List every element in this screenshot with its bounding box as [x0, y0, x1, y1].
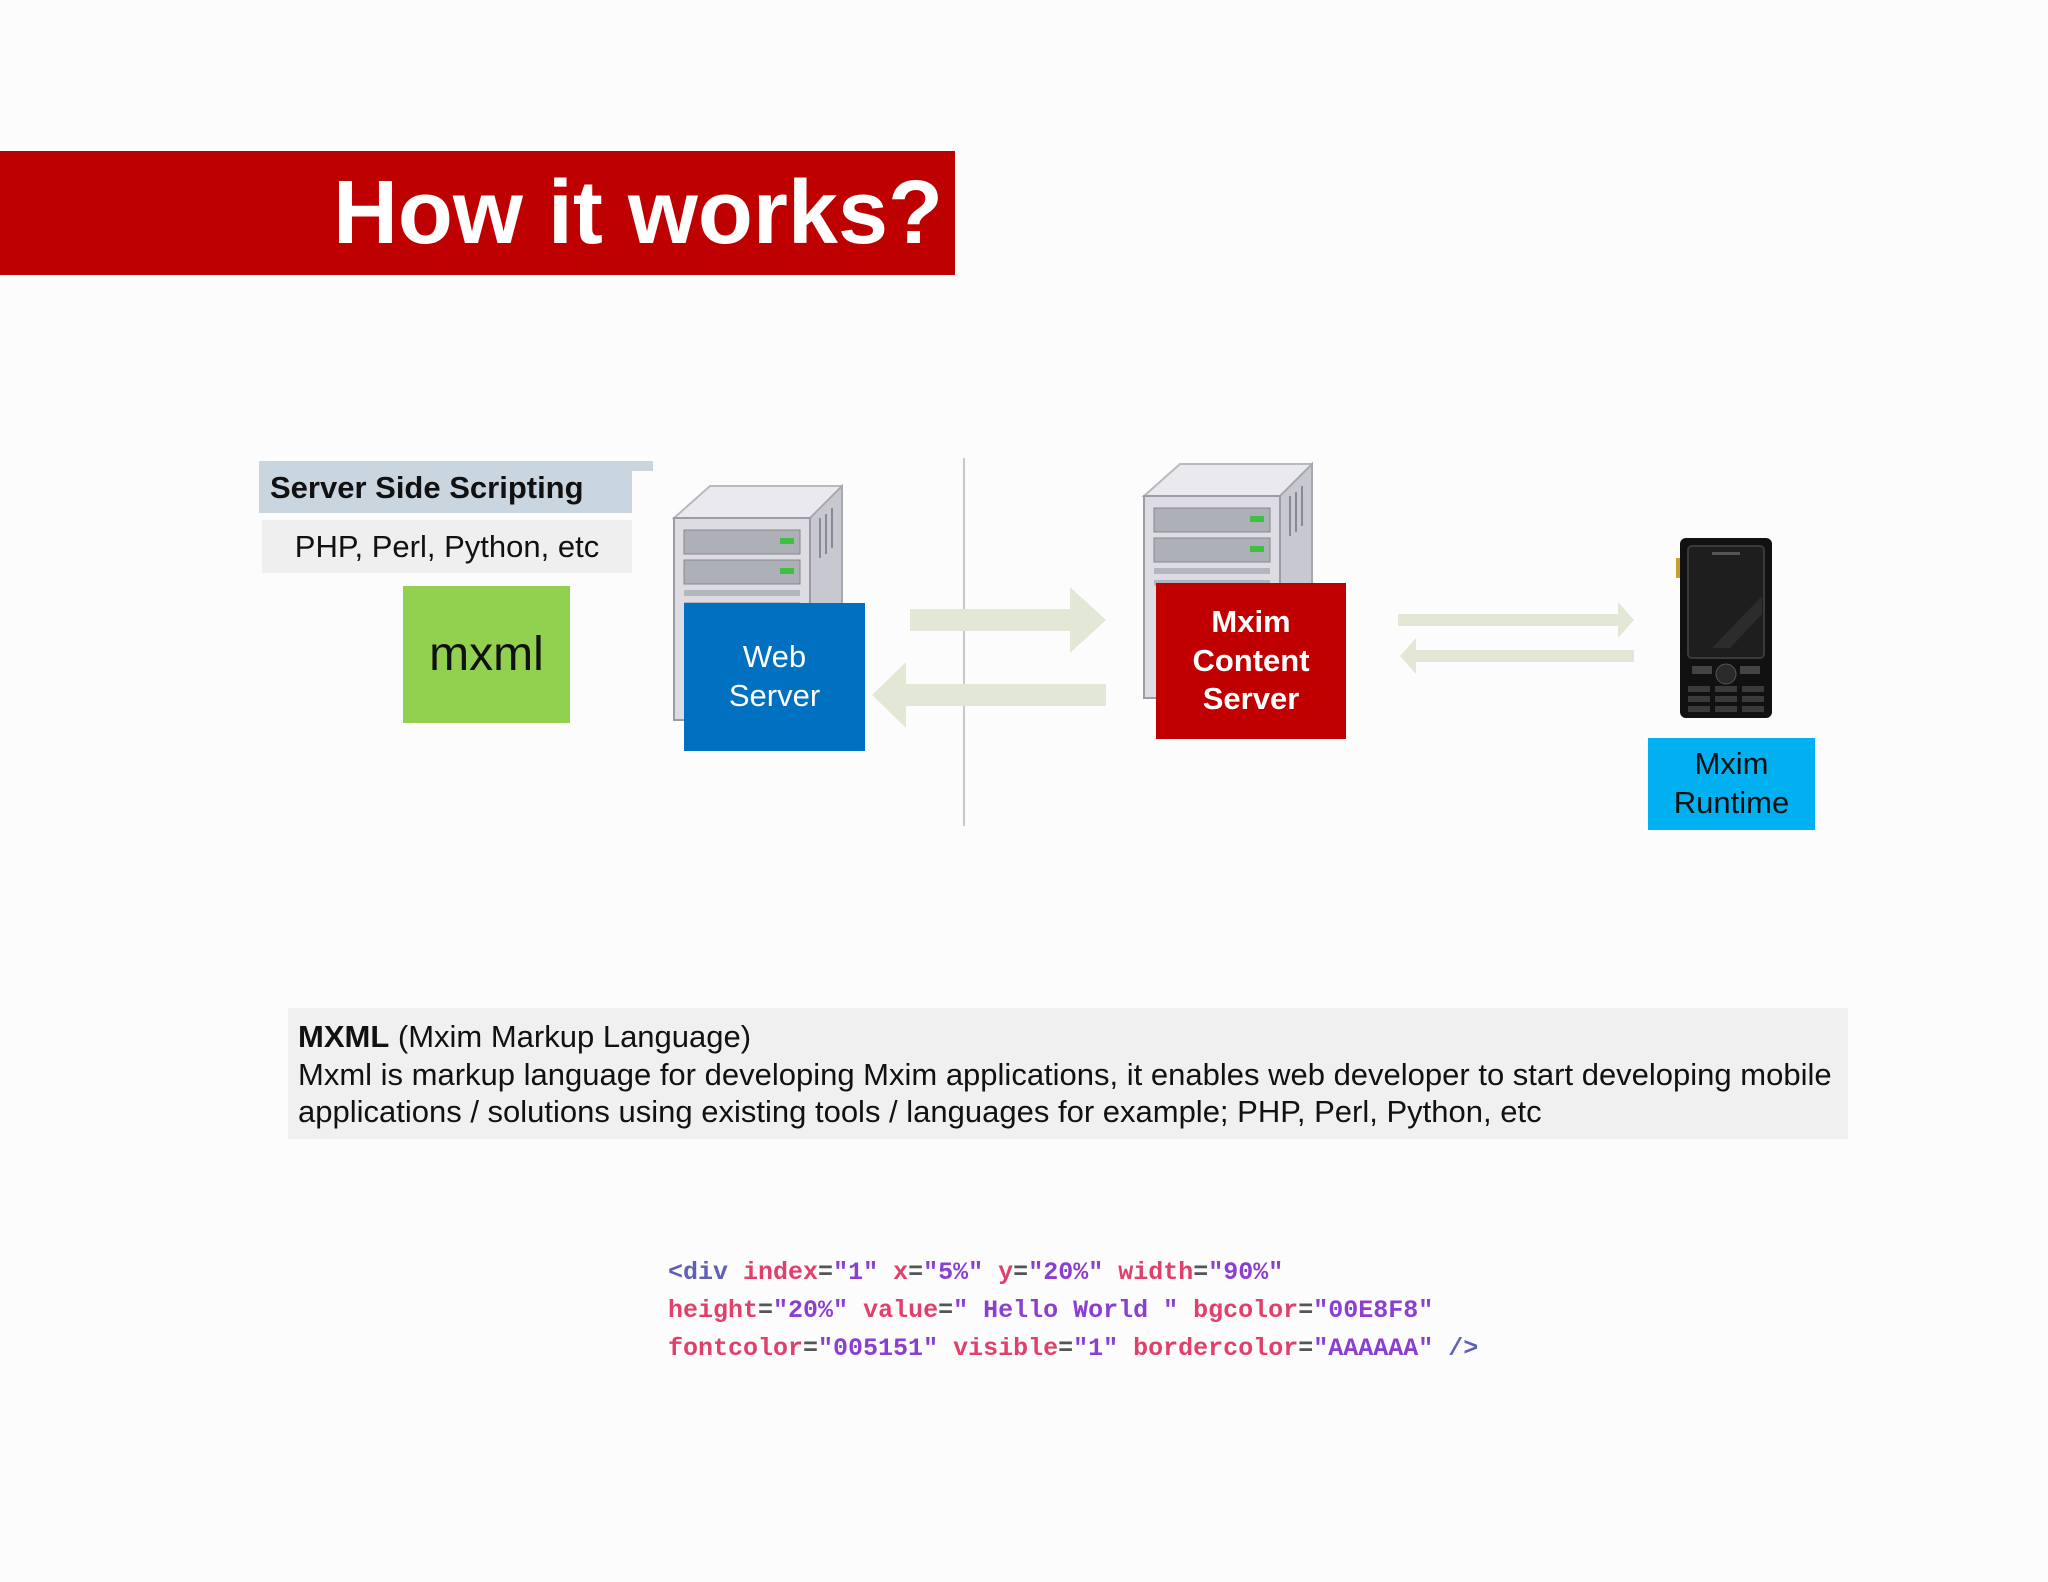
code-attr-name: width [1118, 1258, 1194, 1287]
content-server-line1: Mxim [1211, 603, 1291, 639]
request-arrow [910, 587, 1106, 653]
sync-arrow-left [1400, 638, 1634, 674]
code-attr-name: y [998, 1258, 1014, 1287]
code-attr-value: " Hello World " [953, 1296, 1179, 1325]
scripting-languages-label: PHP, Perl, Python, etc [262, 520, 632, 573]
code-tag-open: <div [668, 1258, 729, 1287]
title-bar: How it works? [0, 151, 955, 275]
description-heading: MXML (Mxim Markup Language) [298, 1018, 1838, 1056]
runtime-line2: Runtime [1673, 785, 1790, 820]
code-attr-value: "AAAAAA" [1313, 1334, 1434, 1363]
sync-arrow-right [1398, 602, 1634, 638]
content-server-box: Mxim Content Server [1156, 583, 1346, 739]
code-attr-value: "20%" [773, 1296, 849, 1325]
runtime-line1: Mxim [1694, 746, 1769, 782]
web-server-line1: Web [742, 639, 807, 675]
code-attr-name: height [668, 1296, 759, 1325]
code-attr-name: bordercolor [1133, 1334, 1299, 1363]
description-term: MXML [298, 1019, 390, 1054]
description-expansion: (Mxim Markup Language) [389, 1019, 752, 1054]
code-attr-value: "5%" [923, 1258, 984, 1287]
mxml-box: mxml [403, 586, 570, 723]
content-server-line2: Content [1192, 642, 1310, 678]
response-arrow [872, 662, 1106, 728]
divider-line [963, 458, 965, 826]
code-attr-name: value [863, 1296, 939, 1325]
description-body: Mxml is markup language for developing M… [298, 1056, 1832, 1130]
code-attr-name: index [743, 1258, 819, 1287]
code-attr-value: "1" [1073, 1334, 1119, 1363]
content-server-line3: Server [1202, 681, 1300, 717]
page-title: How it works? [332, 163, 943, 263]
code-attr-name: bgcolor [1193, 1296, 1299, 1325]
code-attr-value: "00E8F8" [1313, 1296, 1434, 1325]
mobile-phone-icon [1676, 538, 1772, 718]
code-attr-name: visible [953, 1334, 1059, 1363]
code-tag-close: /> [1448, 1334, 1479, 1363]
web-server-line2: Server [728, 678, 821, 713]
code-attr-value: "20%" [1028, 1258, 1104, 1287]
code-attr-value: "1" [833, 1258, 879, 1287]
code-attr-name: fontcolor [668, 1334, 804, 1363]
code-sample: <div index="1" x="5%" y="20%" width="90%… [668, 1258, 1479, 1363]
mxim-runtime-box: Mxim Runtime [1648, 738, 1815, 830]
server-side-scripting-label: Server Side Scripting [259, 462, 632, 513]
code-attr-value: "90%" [1208, 1258, 1284, 1287]
mxml-description: MXML (Mxim Markup Language) Mxml is mark… [288, 1008, 1848, 1139]
code-attr-name: x [893, 1258, 909, 1287]
web-server-box: Web Server [684, 603, 865, 751]
code-attr-value: "005151" [818, 1334, 939, 1363]
